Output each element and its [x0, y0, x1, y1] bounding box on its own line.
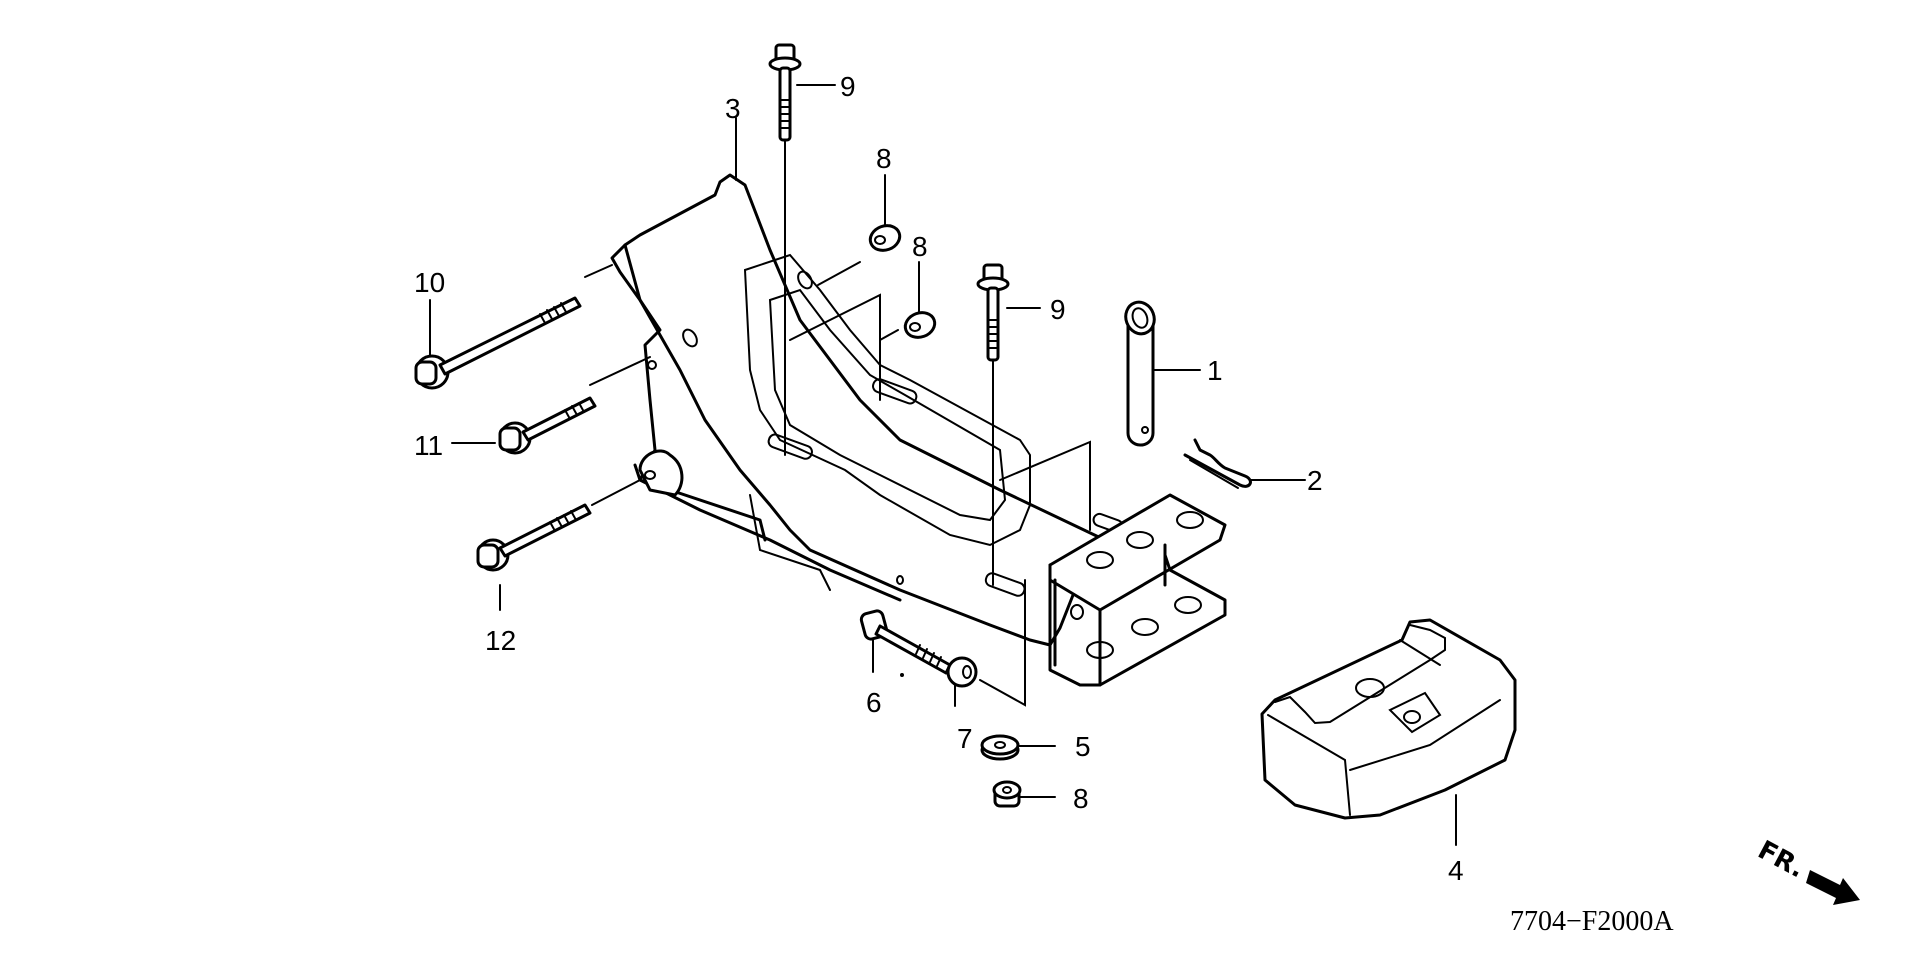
front-direction-label: FR.	[1753, 835, 1810, 884]
drawing-code: 7704−F2000A	[1510, 906, 1674, 937]
callout-9-right: 9	[1050, 294, 1066, 325]
callout-5: 5	[1075, 731, 1091, 762]
callout-4: 4	[1448, 855, 1464, 886]
hair-clip-2	[1183, 438, 1252, 489]
front-direction-marker: FR.	[1753, 835, 1860, 905]
callout-11: 11	[414, 430, 443, 461]
flange-bolt-9b	[976, 263, 1010, 362]
weight-block-4	[1260, 618, 1517, 820]
leader-lines	[429, 84, 1457, 846]
callout-12: 12	[485, 625, 516, 656]
callout-1: 1	[1207, 355, 1223, 386]
flange-nut-8c	[992, 780, 1022, 808]
pin-1	[1124, 300, 1156, 447]
callout-labels: 1 2 3 4 5 6 7 8 8 8 9 9 10 11 12	[414, 71, 1464, 886]
hitch-bracket	[1048, 493, 1227, 687]
flange-bolt-12	[476, 503, 592, 572]
callout-7: 7	[957, 723, 973, 754]
frame-bracket	[610, 173, 1124, 677]
callout-3: 3	[725, 93, 741, 124]
flange-nut-8b	[903, 311, 937, 339]
front-arrow-icon	[1806, 870, 1860, 905]
flange-bolt-10	[414, 296, 582, 390]
bolt-6	[859, 609, 952, 675]
callout-2: 2	[1307, 465, 1323, 496]
washer-5	[980, 734, 1020, 761]
callout-8-bottom: 8	[1073, 783, 1089, 814]
nut-7	[946, 656, 978, 688]
flange-bolt-9a	[768, 43, 802, 142]
callout-10: 10	[414, 267, 445, 298]
callout-6: 6	[866, 687, 882, 718]
flange-bolt-11	[498, 396, 597, 455]
flange-nut-8a	[868, 224, 902, 252]
callout-8-middle: 8	[912, 231, 928, 262]
callout-9-top: 9	[840, 71, 856, 102]
callout-8-top: 8	[876, 143, 892, 174]
